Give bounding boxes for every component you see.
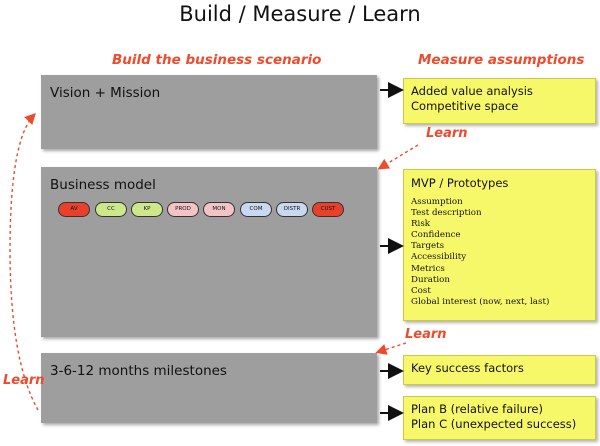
build-header: Build the business scenario <box>112 52 322 68</box>
note-mvp-item: Confidence <box>411 230 461 241</box>
milestones-label: 3-6-12 months milestones <box>50 363 227 379</box>
pill-distr: DISTR <box>276 202 308 217</box>
note-mvp: MVP / Prototypes Assumption Test descrip… <box>403 169 596 321</box>
note-mvp-item: Targets <box>411 241 445 252</box>
vision-mission-label: Vision + Mission <box>50 85 161 101</box>
note-mvp-item: Accessibility <box>411 252 467 263</box>
note-vision-line-1: Added value analysis <box>411 84 533 98</box>
pill-prod: PROD <box>167 202 199 217</box>
learn-arrow-left <box>9 112 39 411</box>
note-vision-line-2: Competitive space <box>411 99 519 113</box>
business-model-box: Business model <box>41 167 377 337</box>
vision-mission-box: Vision + Mission <box>41 75 377 149</box>
note-mvp-item: Metrics <box>411 263 445 274</box>
diagram-title: Build / Measure / Learn <box>179 2 421 26</box>
measure-header: Measure assumptions <box>418 52 585 68</box>
learn-label-left: Learn <box>3 373 45 388</box>
pill-com: COM <box>240 202 272 217</box>
note-mvp-title: MVP / Prototypes <box>411 176 509 190</box>
note-mvp-item: Global interest (now, next, last) <box>411 296 550 307</box>
learn-arrow-top <box>377 144 419 170</box>
note-plan-b: Plan B (relative failure) <box>411 402 543 416</box>
pill-mon: MON <box>203 202 235 217</box>
note-mvp-item: Duration <box>411 274 450 285</box>
note-key-success-text: Key success factors <box>411 361 524 375</box>
note-mvp-item: Cost <box>411 285 431 296</box>
learn-arrow-middle <box>375 342 407 355</box>
note-vision: Added value analysis Competitive space <box>403 78 596 124</box>
note-plans: Plan B (relative failure) Plan C (unexpe… <box>403 396 596 440</box>
note-plan-c: Plan C (unexpected success) <box>411 417 577 431</box>
pill-av: AV <box>58 202 90 217</box>
milestones-box: 3-6-12 months milestones <box>41 353 377 423</box>
note-mvp-item: Risk <box>411 219 431 230</box>
learn-label-top: Learn <box>426 126 468 141</box>
note-key-success: Key success factors <box>403 355 596 385</box>
pill-cust: CUST <box>312 202 344 217</box>
pill-kp: KP <box>131 202 163 217</box>
pill-cc: CC <box>95 202 127 217</box>
note-mvp-item: Assumption <box>411 197 463 207</box>
business-model-label: Business model <box>50 177 156 193</box>
note-mvp-item: Test description <box>411 208 482 219</box>
learn-label-middle: Learn <box>405 327 447 342</box>
